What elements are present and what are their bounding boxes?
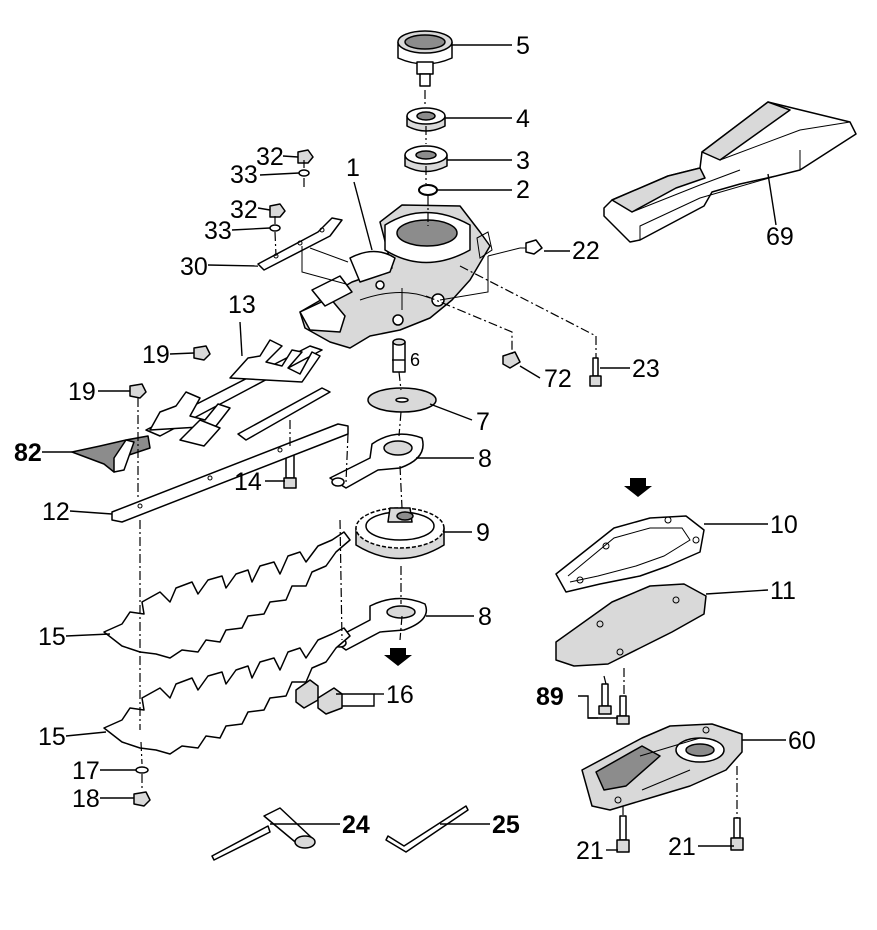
assembly-lines: [137, 90, 738, 818]
label-part-2: 2: [516, 176, 530, 204]
label-part-30: 30: [180, 253, 208, 281]
part-6-pin: [392, 338, 406, 373]
label-part-18: 18: [72, 785, 100, 813]
label-part-21-left: 21: [576, 837, 604, 865]
label-part-32-upper: 32: [256, 143, 284, 171]
part-2-snap-ring: [418, 184, 438, 196]
part-69-blade-cover: [603, 101, 857, 243]
label-part-3: 3: [516, 147, 530, 175]
part-9-gear: [355, 507, 445, 560]
part-8-crank-plate-upper: [329, 433, 424, 489]
label-part-8-upper: 8: [478, 445, 492, 473]
part-15-cutter-blade-upper: [103, 531, 351, 659]
part-7-washer: [367, 387, 437, 413]
label-part-25: 25: [492, 811, 520, 839]
part-33-washer-lower: [269, 224, 281, 232]
label-part-8-lower: 8: [478, 603, 492, 631]
label-part-10: 10: [770, 511, 798, 539]
part-33-washer-upper: [298, 169, 310, 177]
part-11-base-plate: [555, 583, 707, 667]
part-19-nut-right: [193, 345, 211, 361]
part-4-bearing: [406, 107, 446, 132]
part-32-nut-upper: [297, 149, 314, 164]
part-18-nut: [133, 791, 151, 807]
label-part-22: 22: [572, 237, 600, 265]
part-1-gear-case: [299, 204, 493, 349]
part-89-screws: [598, 683, 630, 725]
label-part-4: 4: [516, 105, 530, 133]
label-part-69: 69: [766, 223, 794, 251]
part-32-nut-lower: [269, 203, 286, 218]
label-part-60: 60: [788, 727, 816, 755]
part-3-bearing: [404, 145, 448, 173]
label-part-21-right: 21: [668, 833, 696, 861]
part-5-cap: [397, 30, 453, 87]
part-21-bolt-left: [616, 815, 630, 853]
part-8-crank-plate-lower: [331, 597, 428, 651]
label-part-9: 9: [476, 519, 490, 547]
part-60-gear-cover: [581, 723, 743, 811]
down-arrow-icon: [384, 648, 412, 666]
part-13-blade-guide: [145, 339, 323, 447]
part-22-grease-nipple: [520, 239, 543, 255]
label-part-33-upper: 33: [230, 161, 258, 189]
label-part-5: 5: [516, 32, 530, 60]
leader-lines: [42, 44, 786, 851]
part-21-bolt-right: [730, 817, 744, 851]
label-part-32-lower: 32: [230, 196, 258, 224]
label-part-19-right: 19: [142, 341, 170, 369]
label-part-82: 82: [14, 439, 42, 467]
label-part-15-lower: 15: [38, 723, 66, 751]
part-number-labels: 5 4 3 2 1 22 72 23 69 32 33 32 33 30 6 7…: [14, 32, 816, 865]
part-24-box-wrench: [211, 807, 316, 861]
label-part-1: 1: [346, 154, 360, 182]
label-part-14: 14: [234, 468, 262, 496]
label-part-6: 6: [410, 350, 420, 370]
label-part-7: 7: [476, 408, 490, 436]
label-part-17: 17: [72, 757, 100, 785]
label-part-13: 13: [228, 291, 256, 319]
part-25-hex-key: [385, 805, 469, 853]
label-part-15-upper: 15: [38, 623, 66, 651]
part-19-nut-left: [129, 383, 147, 399]
label-part-23: 23: [632, 355, 660, 383]
label-part-89: 89: [536, 683, 564, 711]
label-part-16: 16: [386, 681, 414, 709]
label-part-11: 11: [770, 577, 796, 605]
part-10-gasket: [555, 515, 705, 593]
part-17-washer: [135, 766, 149, 774]
down-arrow-icon: [624, 478, 652, 497]
label-part-72: 72: [544, 365, 572, 393]
part-72-nut: [502, 351, 521, 369]
part-16-spacers: [295, 679, 343, 715]
part-15-cutter-blade-lower: [103, 627, 351, 755]
label-part-33-lower: 33: [204, 217, 232, 245]
label-part-12: 12: [42, 498, 70, 526]
label-part-19-left: 19: [68, 378, 96, 406]
part-23-bolt: [589, 357, 602, 387]
label-part-24: 24: [342, 811, 370, 839]
